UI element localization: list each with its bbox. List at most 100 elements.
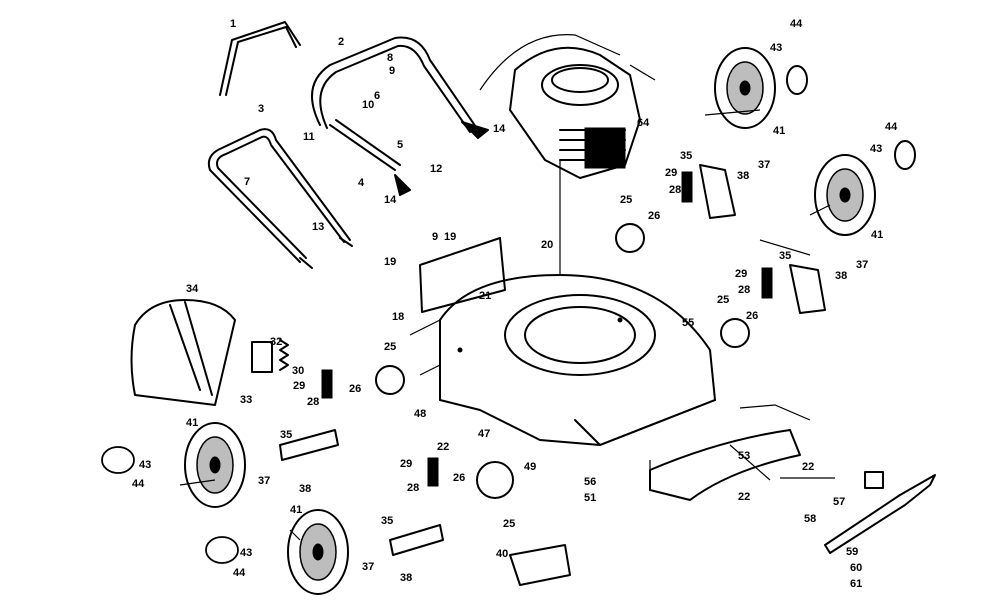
callout-37-a: 37 (758, 159, 770, 171)
callout-28-c: 28 (307, 396, 319, 408)
callout-34: 34 (186, 283, 199, 295)
callout-13: 13 (312, 221, 324, 233)
callout-48: 48 (414, 408, 426, 420)
callout-22-right: 22 (802, 461, 814, 473)
engine (479, 34, 656, 179)
upper-handle (219, 21, 301, 96)
wheel-front-left (287, 509, 349, 595)
grass-bag (130, 299, 236, 406)
callout-1: 1 (230, 18, 236, 30)
callout-35-a: 35 (680, 150, 692, 162)
callout-25-c: 25 (384, 341, 396, 353)
callout-21: 21 (479, 290, 491, 302)
callout-47: 47 (478, 428, 490, 440)
callout-43-a: 43 (770, 42, 782, 54)
callout-35-c: 35 (280, 429, 292, 441)
callout-3: 3 (258, 103, 264, 115)
callout-12: 12 (430, 163, 442, 175)
callout-41-b: 41 (871, 229, 883, 241)
callout-44-a: 44 (790, 18, 803, 30)
axle-brackets (279, 164, 826, 556)
callout-43-b: 43 (870, 143, 882, 155)
callout-32: 32 (270, 336, 282, 348)
callout-20: 20 (541, 239, 553, 251)
callout-58: 58 (804, 513, 816, 525)
callout-43-d: 43 (240, 547, 252, 559)
callout-6: 6 (374, 90, 380, 102)
callout-37-b: 37 (856, 259, 868, 271)
callout-30: 30 (292, 365, 304, 377)
callout-35-b: 35 (779, 250, 791, 262)
callout-53: 53 (738, 450, 750, 462)
callout-22-skirt: 22 (738, 491, 750, 503)
callout-51: 51 (584, 492, 596, 504)
callout-11: 11 (303, 131, 315, 143)
callout-14-right: 14 (493, 123, 506, 135)
callout-44-b: 44 (885, 121, 898, 133)
callout-9-lower: 9 (432, 231, 438, 243)
callout-41-a: 41 (773, 125, 785, 137)
callout-37-c: 37 (258, 475, 270, 487)
wheel-rear-right (714, 47, 776, 129)
rear-deflector (419, 237, 506, 313)
blade (824, 471, 936, 554)
chute-cover (509, 544, 571, 586)
callout-22-left: 22 (437, 441, 449, 453)
callout-38-a: 38 (737, 170, 749, 182)
callout-55: 55 (682, 317, 694, 329)
leader-lines (179, 109, 835, 541)
callout-29-d: 29 (400, 458, 412, 470)
callout-26-c: 26 (349, 383, 361, 395)
callout-8: 8 (387, 52, 393, 64)
callout-41-d: 41 (290, 504, 302, 516)
callout-64: 64 (637, 117, 650, 129)
mower-deck (439, 160, 716, 446)
callout-61: 61 (850, 578, 862, 590)
callout-5: 5 (397, 139, 403, 151)
callout-19-upper: 19 (444, 231, 456, 243)
callout-26-b: 26 (746, 310, 758, 322)
callout-33: 33 (240, 394, 252, 406)
callout-28-a: 28 (669, 184, 681, 196)
callout-49: 49 (524, 461, 536, 473)
callout-28-b: 28 (738, 284, 750, 296)
lower-handle-assembly (311, 36, 489, 196)
callout-25-b: 25 (717, 294, 729, 306)
callout-25-d: 25 (503, 518, 515, 530)
callout-26-d: 26 (453, 472, 465, 484)
callout-60: 60 (850, 562, 862, 574)
callout-59: 59 (846, 546, 858, 558)
callout-labels: 1 2 3 4 5 6 7 8 9 9 10 11 12 13 14 14 18… (132, 18, 898, 590)
wheel-front-right (814, 154, 876, 236)
callout-41-c: 41 (186, 417, 198, 429)
callout-43-c: 43 (139, 459, 151, 471)
callout-29-a: 29 (665, 167, 677, 179)
callout-25-a: 25 (620, 194, 632, 206)
callout-35-d: 35 (381, 515, 393, 527)
callout-56: 56 (584, 476, 596, 488)
callout-29-b: 29 (735, 268, 747, 280)
rear-skirt (649, 429, 801, 501)
hub-caps (101, 65, 916, 564)
callout-38-b: 38 (835, 270, 847, 282)
callout-57: 57 (833, 496, 845, 508)
callout-44-c: 44 (132, 478, 145, 490)
height-adjusters (321, 171, 773, 499)
callout-38-c: 38 (299, 483, 311, 495)
callout-19-lower: 19 (384, 256, 396, 268)
callout-38-d: 38 (400, 572, 412, 584)
callout-4: 4 (358, 177, 365, 189)
middle-handle (207, 128, 353, 269)
callout-37-d: 37 (362, 561, 374, 573)
callout-40: 40 (496, 548, 508, 560)
callout-7: 7 (244, 176, 250, 188)
callout-44-d: 44 (233, 567, 246, 579)
callout-10: 10 (362, 99, 374, 111)
callout-26-a: 26 (648, 210, 660, 222)
callout-14-left: 14 (384, 194, 397, 206)
callout-2: 2 (338, 36, 344, 48)
callout-9-upper: 9 (389, 65, 395, 77)
wheel-rear-left (184, 422, 246, 508)
callout-18: 18 (392, 311, 404, 323)
